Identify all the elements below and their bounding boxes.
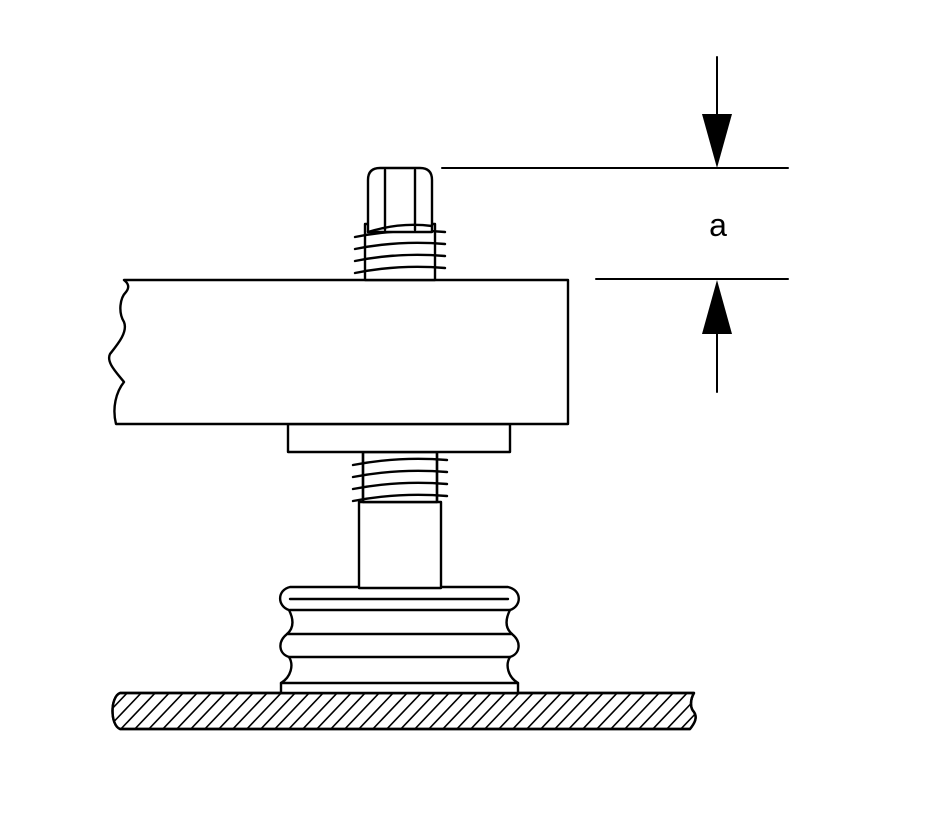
thread-line xyxy=(353,253,447,263)
dimension-a: a xyxy=(441,56,789,393)
hatch-line xyxy=(439,693,481,729)
hatch-line xyxy=(565,693,607,729)
hatch-line xyxy=(509,693,551,729)
hatch-line xyxy=(425,693,467,729)
hatch-line xyxy=(187,693,229,729)
hatch-line xyxy=(355,693,397,729)
hatch-line xyxy=(551,693,593,729)
base-hatching xyxy=(112,690,746,732)
hatch-line xyxy=(117,693,159,729)
hatch-line xyxy=(649,693,691,729)
hatch-line xyxy=(481,693,523,729)
hatch-line xyxy=(112,693,145,729)
base-plate xyxy=(111,690,746,732)
lower-thread xyxy=(351,450,449,504)
spacer-washer xyxy=(286,422,512,454)
hatch-line xyxy=(243,693,285,729)
thread-line xyxy=(351,457,449,467)
hatch-line xyxy=(131,693,173,729)
thread-lines xyxy=(351,457,449,503)
hatch-line xyxy=(593,693,635,729)
hatch-line xyxy=(112,693,131,729)
hatch-line xyxy=(663,693,696,729)
stud-head xyxy=(366,166,434,234)
thread-line xyxy=(351,481,449,491)
hatch-line xyxy=(706,690,746,732)
hatch-line xyxy=(313,693,355,729)
hatch-line xyxy=(285,693,327,729)
hatch-line xyxy=(369,693,411,729)
hatch-line xyxy=(173,693,215,729)
hatch-line xyxy=(537,693,579,729)
main-block xyxy=(107,278,570,426)
hatch-line xyxy=(383,693,425,729)
dimension-label: a xyxy=(709,207,727,243)
hatch-line xyxy=(579,693,621,729)
arrow-down-icon xyxy=(702,114,732,168)
thread-line xyxy=(351,493,449,503)
hatch-line xyxy=(229,693,271,729)
hatch-line xyxy=(677,693,696,729)
hatch-line xyxy=(495,693,537,729)
arrow-up-icon xyxy=(702,280,732,334)
ribbed-foot xyxy=(278,585,520,695)
thread-line xyxy=(351,469,449,479)
hatch-line xyxy=(523,693,565,729)
hatch-line xyxy=(257,693,299,729)
hatch-line xyxy=(299,693,341,729)
hatch-line xyxy=(215,693,257,729)
hatch-line xyxy=(145,693,187,729)
hatch-line xyxy=(635,693,677,729)
hatch-line xyxy=(271,693,313,729)
hatch-line xyxy=(159,693,201,729)
hatch-line xyxy=(467,693,509,729)
hatch-line xyxy=(341,693,383,729)
hatch-line xyxy=(327,693,369,729)
thread-line xyxy=(353,265,447,275)
lower-shaft xyxy=(357,500,443,590)
thread-line xyxy=(353,241,447,251)
hatch-line xyxy=(607,693,649,729)
hatch-line xyxy=(397,693,439,729)
hatch-line xyxy=(201,693,243,729)
hatch-line xyxy=(691,693,696,729)
hatch-line xyxy=(411,693,453,729)
hatch-line xyxy=(453,693,495,729)
hatch-line xyxy=(621,693,663,729)
